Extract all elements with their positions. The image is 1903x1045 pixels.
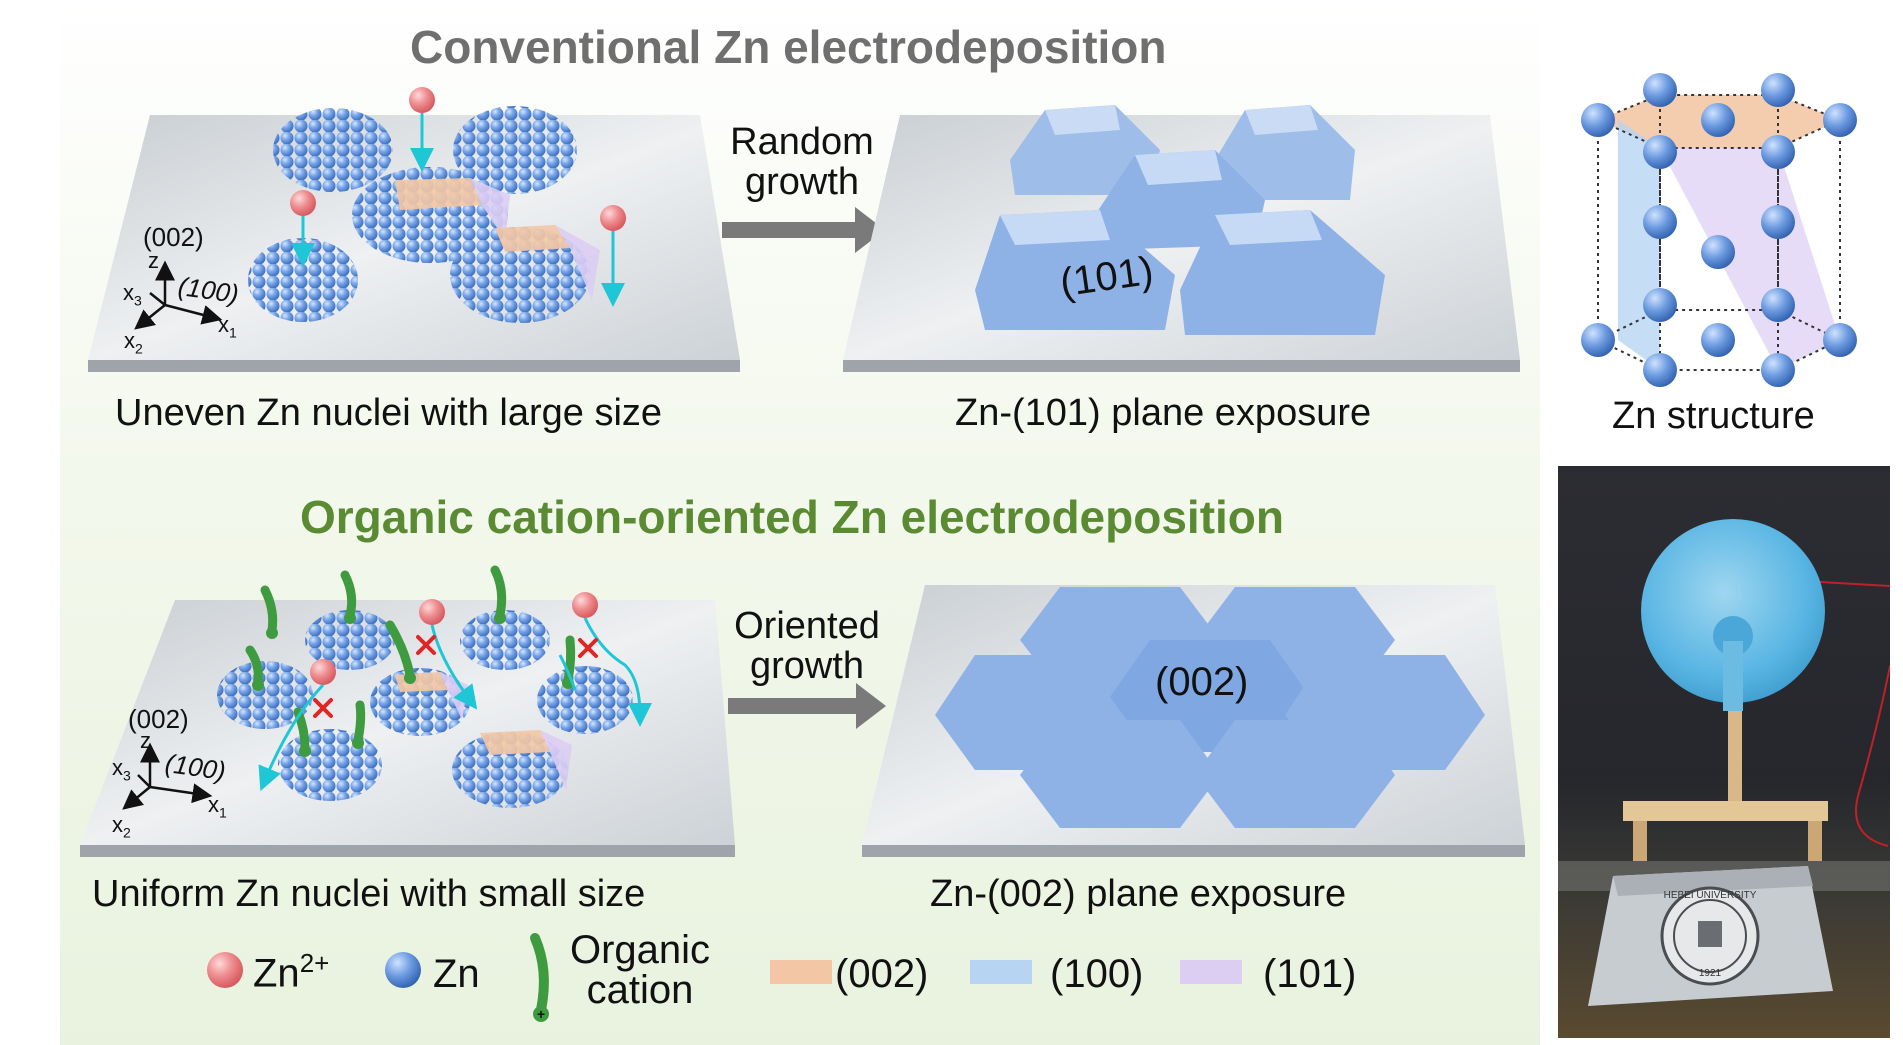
organic-cation-line2: cation — [586, 968, 694, 1012]
bottom-left-caption: Uniform Zn nuclei with small size — [92, 873, 646, 915]
top-axis-x3: x3 — [123, 280, 142, 308]
bottom-axis-x2-sub: 2 — [123, 824, 131, 841]
bottom-axes — [122, 742, 213, 810]
bottom-axis-x1-sub: 1 — [219, 804, 227, 821]
bottom-growth-arrow — [728, 683, 886, 729]
bottom-title: Organic cation-oriented Zn electrodeposi… — [300, 491, 1284, 543]
organic-cation-legend-label: Organic cation — [570, 930, 710, 1010]
bottom-axis-z-plane: (002) — [128, 704, 189, 734]
top-left-nuclei — [248, 106, 600, 323]
device-photo: HEBEI UNIVERSITY 1921 — [1558, 466, 1890, 1038]
top-axes — [134, 260, 223, 330]
top-axis-x2: x2 — [124, 328, 143, 356]
plane-002-label: (002) — [835, 952, 929, 996]
organic-cation-icon: + — [530, 933, 549, 1022]
hcp-structure — [1581, 73, 1857, 387]
legend: Zn2+ Zn + Organic cation (002) (100) (10… — [205, 930, 1385, 1030]
svg-text:+: + — [537, 1006, 545, 1022]
plane-002-swatch — [770, 960, 832, 984]
bottom-axis-x1-main: x — [208, 792, 219, 817]
bottom-left-nuclei — [217, 610, 633, 808]
top-axis-x3-sub: 3 — [134, 292, 142, 309]
zn-atom-legend-icon — [385, 952, 421, 988]
zn-ion-legend-main: Zn — [253, 951, 300, 996]
top-growth-arrow — [722, 207, 885, 253]
top-arrow-label-line2: growth — [744, 161, 860, 203]
bottom-axis-x2: x2 — [112, 812, 131, 840]
zn-ion-legend-label: Zn2+ — [253, 948, 329, 996]
bottom-arrow-label-line1: Oriented — [734, 605, 880, 647]
bottom-axis-x3-main: x — [112, 755, 123, 780]
bottom-right-caption: Zn-(002) plane exposure — [930, 873, 1347, 915]
plane-100-label: (100) — [1050, 952, 1144, 996]
plane-101-swatch — [1180, 960, 1242, 984]
zn-ion-legend-sup: 2+ — [299, 948, 330, 978]
top-axis-z: z — [148, 248, 159, 273]
bottom-arrow-label: Oriented growth — [712, 606, 902, 686]
top-right-crystals — [975, 105, 1385, 335]
bottom-right-hexagons — [935, 587, 1485, 828]
zn-ion-legend-icon — [207, 952, 243, 988]
bottom-axis-x3: x3 — [112, 755, 131, 783]
top-left-ions — [290, 87, 626, 307]
bottom-left-ions — [258, 592, 652, 792]
top-axis-z-plane: (002) — [143, 222, 204, 252]
photo-stamp-year: 1921 — [1699, 968, 1722, 979]
zn-atom-legend-label: Zn — [433, 952, 480, 996]
photo-illustration: HEBEI UNIVERSITY 1921 — [1558, 519, 1890, 1006]
top-left-caption: Uneven Zn nuclei with large size — [115, 392, 663, 434]
bottom-left-cation-heads — [252, 612, 574, 757]
top-title: Conventional Zn electrodeposition — [410, 21, 1167, 73]
organic-cation-line1: Organic — [570, 928, 711, 972]
structure-caption: Zn structure — [1612, 395, 1815, 437]
top-axis-x2-sub: 2 — [135, 340, 143, 357]
bottom-arrow-label-line2: growth — [749, 645, 865, 687]
top-axis-x1-main: x — [218, 312, 229, 337]
bottom-axis-x1: x1 — [208, 792, 227, 820]
blocked-x-marks — [313, 635, 598, 718]
bottom-axis-z: z — [140, 728, 151, 753]
plane-101-label: (101) — [1263, 952, 1357, 996]
photo-stamp-text: HEBEI UNIVERSITY — [1664, 890, 1757, 901]
plane-label-002: (002) — [1155, 660, 1249, 704]
top-right-caption: Zn-(101) plane exposure — [955, 392, 1372, 434]
top-arrow-label: Random growth — [712, 122, 892, 202]
top-axis-x3-main: x — [123, 280, 134, 305]
top-axis-x1: x1 — [218, 312, 237, 340]
bottom-axis-x2-main: x — [112, 812, 123, 837]
bottom-axis-x3-sub: 3 — [123, 767, 131, 784]
top-axis-x2-main: x — [124, 328, 135, 353]
top-arrow-label-line1: Random — [730, 121, 874, 163]
plane-100-swatch — [970, 960, 1032, 984]
top-axis-x1-sub: 1 — [229, 324, 237, 341]
